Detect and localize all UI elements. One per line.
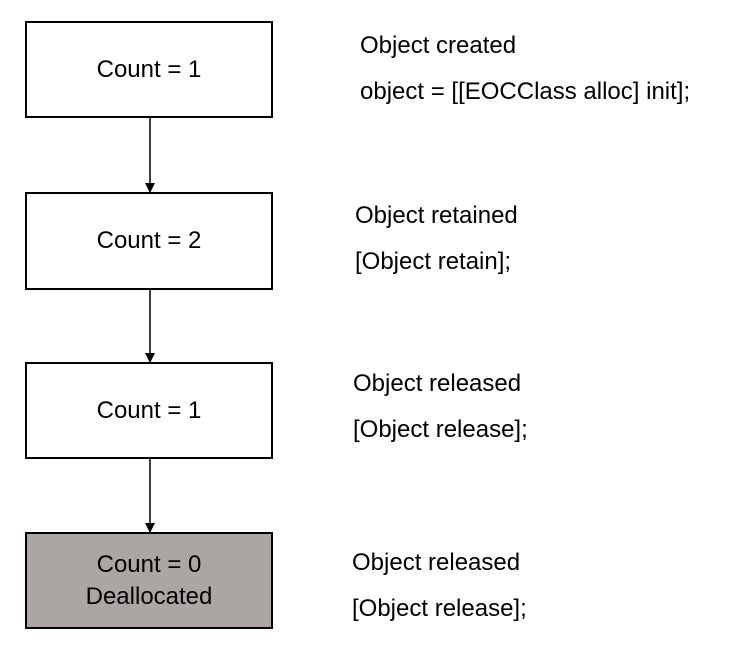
step-4-caption: Object released bbox=[352, 549, 521, 576]
step-2-code: [Object retain]; bbox=[355, 248, 512, 275]
count-box-3: Count = 1 bbox=[25, 362, 273, 459]
count-box-2: Count = 2 bbox=[25, 192, 273, 290]
step-3-description: Object released [Object release]; bbox=[353, 370, 528, 444]
step-4-description: Object released [Object release]; bbox=[352, 549, 527, 623]
step-1-caption: Object created bbox=[360, 32, 517, 59]
count-box-2-label: Count = 2 bbox=[96, 227, 202, 254]
count-box-4-label: Count = 0 bbox=[96, 550, 202, 578]
count-box-1-label: Count = 1 bbox=[96, 55, 202, 83]
step-3-code: [Object release]; bbox=[353, 416, 528, 443]
count-box-4-deallocated: Count = 0 Deallocated bbox=[25, 532, 273, 629]
step-2-caption: Object retained bbox=[355, 202, 518, 229]
count-box-1: Count = 1 bbox=[25, 21, 273, 118]
step-4-code: [Object release]; bbox=[352, 595, 527, 622]
step-1-description: Object created object = [[EOCClass alloc… bbox=[360, 32, 690, 106]
count-box-3-label: Count = 1 bbox=[96, 396, 202, 424]
step-3-caption: Object released bbox=[353, 370, 522, 397]
count-box-4-status: Deallocated bbox=[85, 582, 213, 610]
step-2-description: Object retained [Object retain]; bbox=[355, 202, 518, 276]
step-1-code: object = [[EOCClass alloc] init]; bbox=[360, 78, 691, 105]
